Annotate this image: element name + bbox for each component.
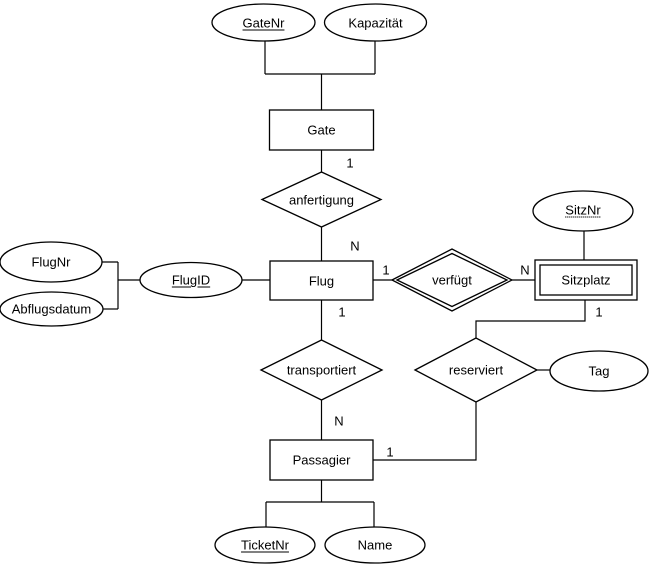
entity-gate-shape[interactable]: [268, 109, 375, 151]
attribute-abflugsdatum-shape[interactable]: [0, 291, 104, 327]
attribute-kapazitaet-shape[interactable]: [323, 3, 428, 42]
attribute-ticketnr-shape[interactable]: [214, 526, 316, 564]
edge-sitzplatz-reserviert: [475, 300, 586, 338]
attribute-flugnr-shape[interactable]: [0, 241, 103, 283]
entity-flug-shape[interactable]: [269, 260, 374, 301]
relationship-transportiert-shape[interactable]: [259, 339, 384, 401]
entity-sitzplatz-inner-shape: [539, 264, 633, 296]
attribute-name-shape[interactable]: [324, 526, 426, 564]
relationship-verfuegt-inner-shape: [395, 252, 509, 308]
entity-passagier-shape[interactable]: [269, 439, 374, 481]
edge-reserviert-passagier: [373, 402, 477, 461]
relationship-anfertigung-shape[interactable]: [260, 171, 383, 228]
attribute-sitznr-shape[interactable]: [532, 190, 634, 232]
attribute-tag-shape[interactable]: [549, 350, 649, 392]
relationship-reserviert-shape[interactable]: [413, 337, 539, 403]
attribute-flugid-shape[interactable]: [139, 261, 243, 299]
attribute-gatenr-shape[interactable]: [211, 3, 316, 42]
